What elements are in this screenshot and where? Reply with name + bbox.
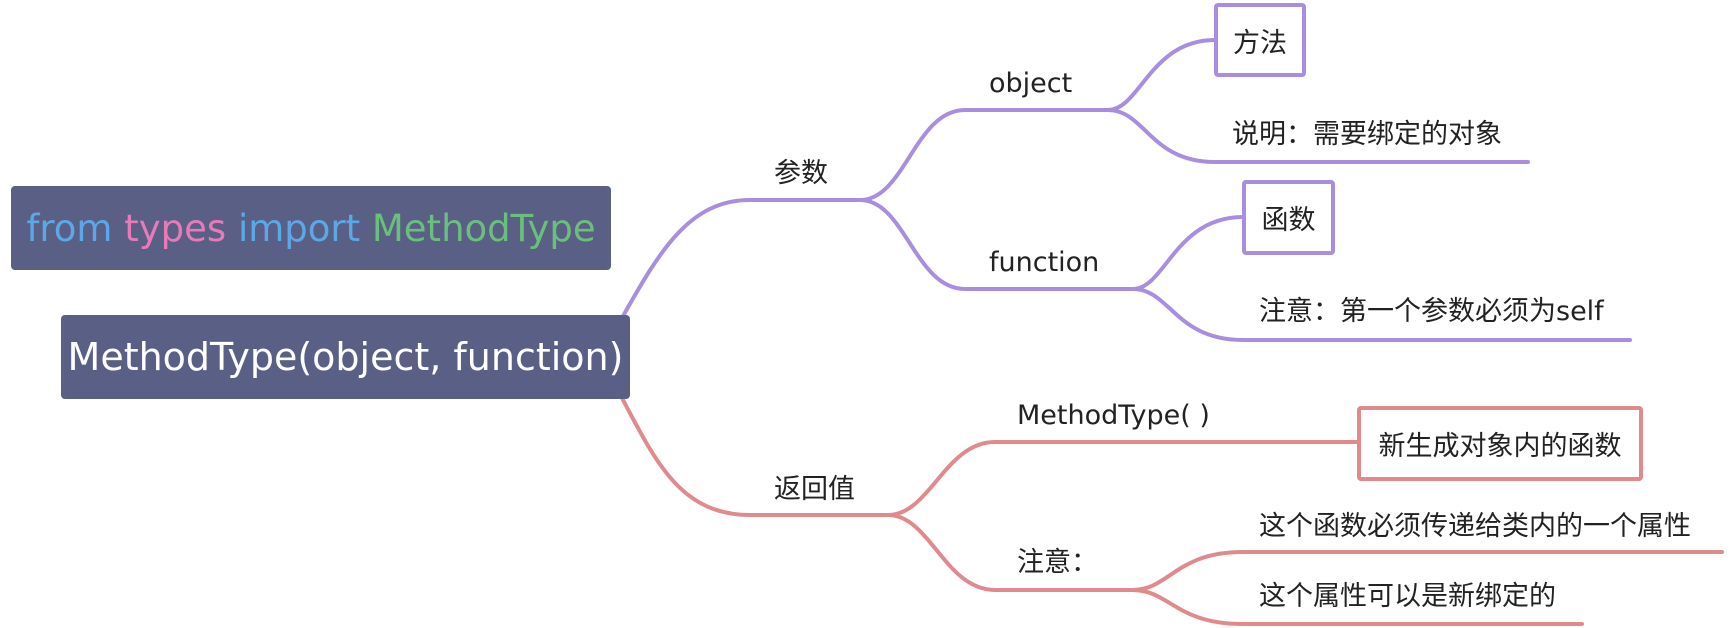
connector-note-line1	[1130, 550, 1724, 592]
connector-object-method	[1106, 38, 1217, 112]
return-note-label: 注意：	[1017, 547, 1098, 578]
params-connectors	[620, 38, 1632, 342]
connector-root-return	[620, 396, 890, 517]
import-word-methodtype: MethodType	[371, 206, 596, 250]
return-value-box-label: 新生成对象内的函数	[1378, 431, 1622, 462]
connector-note-line2	[1130, 588, 1584, 626]
import-word-types: types	[124, 206, 227, 250]
function-box-label: 函数	[1261, 205, 1316, 236]
root-topic: MethodType(object, function)	[61, 315, 630, 399]
connector-return-note	[886, 513, 1134, 592]
import-statement-box: from types import MethodType	[11, 186, 611, 270]
return-note-line1: 这个函数必须传递给类内的一个属性	[1259, 511, 1691, 542]
object-note: 说明：需要绑定的对象	[1232, 119, 1502, 150]
connector-object-note	[1106, 108, 1530, 164]
return-note-line2: 这个属性可以是新绑定的	[1259, 581, 1556, 612]
params-label: 参数	[774, 158, 828, 189]
function-label: function	[989, 247, 1100, 278]
connector-params-object	[858, 108, 1110, 202]
return-label: 返回值	[774, 474, 855, 505]
connector-root-params	[620, 198, 862, 320]
connector-params-function	[858, 198, 1135, 291]
object-label: object	[989, 68, 1073, 99]
root-topic-label: MethodType(object, function)	[67, 335, 624, 379]
connector-function-box	[1131, 215, 1245, 291]
method-box-label: 方法	[1233, 27, 1287, 59]
return-value-box: 新生成对象内的函数	[1357, 406, 1643, 481]
function-note: 注意：第一个参数必须为self	[1259, 296, 1604, 327]
connector-return-methodtype	[886, 440, 1360, 517]
methodtype-label: MethodType( )	[1017, 400, 1210, 431]
return-connectors	[620, 396, 1724, 626]
import-word-from: from	[26, 206, 113, 250]
function-box: 函数	[1242, 180, 1335, 255]
connector-function-note	[1131, 287, 1632, 342]
import-word-import: import	[237, 206, 361, 250]
method-box: 方法	[1214, 3, 1306, 77]
